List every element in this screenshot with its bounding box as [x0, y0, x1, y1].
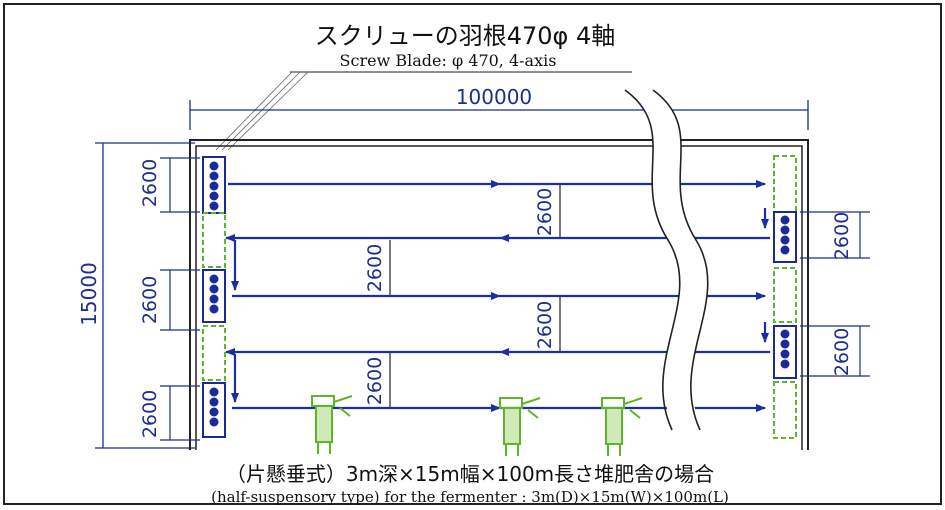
dim-lane-inner-2: 2600	[364, 244, 386, 292]
break-line-right	[652, 89, 709, 431]
title-leader-diag-2	[221, 71, 301, 151]
break-line-left	[624, 89, 681, 431]
machine-icon-1	[311, 395, 353, 454]
dim-lane-inner-3: 2600	[534, 301, 556, 349]
dim-lane-inner-4: 2600	[364, 357, 386, 405]
page-border	[3, 3, 942, 505]
dim-width-label: 15000	[77, 262, 101, 326]
dim-length-label: 100000	[456, 85, 532, 109]
dim-lane-left-2: 2600	[139, 276, 161, 324]
break-gap	[625, 90, 708, 420]
dim-lane-left-3: 2600	[139, 390, 161, 438]
dim-lane-inner-1: 2600	[534, 188, 556, 236]
right-blade-units	[773, 155, 797, 439]
caption-en: (half-suspensory type) for the fermenter…	[211, 488, 729, 506]
machine-icon-2	[499, 397, 541, 456]
left-blade-units	[202, 156, 226, 438]
flow-arrows	[225, 180, 770, 412]
building-outline-inner	[195, 145, 803, 450]
left-lane-dims	[160, 157, 200, 441]
title-jp: スクリューの羽根470φ 4軸	[315, 22, 616, 50]
title-en: Screw Blade: φ 470, 4-axis	[340, 51, 557, 70]
title-leader-diag-3	[227, 71, 309, 151]
dim-lane-right-2: 2600	[831, 328, 853, 376]
title-leader-diag-1	[215, 71, 293, 151]
inner-lane-dims	[389, 184, 561, 408]
caption-jp: （片懸垂式）3m深×15m幅×100m長さ堆肥舎の場合	[226, 462, 714, 486]
machine-icon-3	[601, 397, 643, 456]
dim-lane-right-1: 2600	[831, 212, 853, 260]
dim-lane-left-1: 2600	[139, 159, 161, 207]
right-lane-dims	[800, 211, 870, 377]
building-outline	[189, 139, 809, 450]
